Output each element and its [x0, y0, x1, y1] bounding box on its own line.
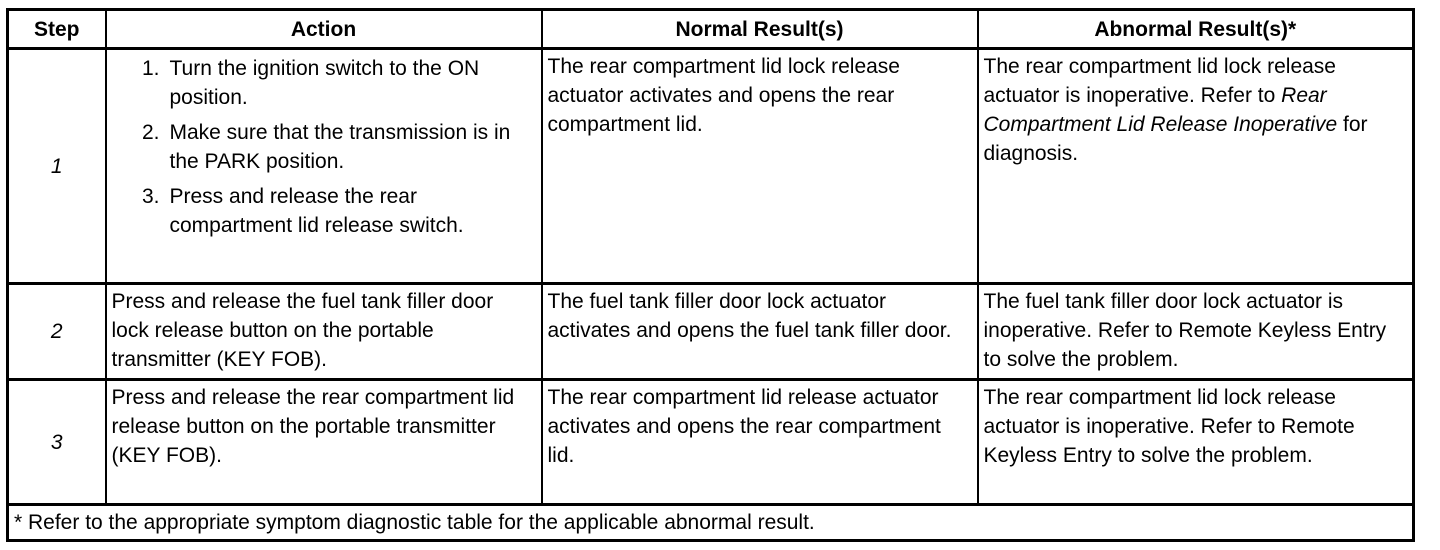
list-item: 3. Press and release the rear compartmen…: [112, 182, 536, 240]
table-row: 1 1. Turn the ignition switch to the ON …: [6, 47, 1415, 285]
step-number: 1: [6, 47, 107, 285]
normal-result-cell: The fuel tank filler door lock actuator …: [540, 282, 979, 381]
normal-result-cell: The rear compartment lid lock release ac…: [540, 47, 979, 285]
list-item: 2. Make sure that the transmission is in…: [112, 118, 536, 176]
diagnosis-reference: Rear Compartment Lid Release Inoperative: [983, 84, 1338, 136]
list-item-text: Turn the ignition switch to the ON posit…: [169, 57, 480, 109]
abnormal-result-cell: The fuel tank filler door lock actuator …: [976, 282, 1415, 381]
list-item: 1. Turn the ignition switch to the ON po…: [112, 54, 536, 112]
header-action: Action: [104, 8, 543, 50]
header-abnormal-results: Abnormal Result(s)*: [976, 8, 1415, 50]
table-row: 3 Press and release the rear compartment…: [6, 378, 1415, 506]
step-number: 2: [6, 282, 107, 381]
step-number: 3: [6, 378, 107, 506]
footnote-row: * Refer to the appropriate symptom diagn…: [6, 503, 1415, 542]
abnormal-result-cell: The rear compartment lid lock release ac…: [976, 47, 1415, 285]
header-row: Step Action Normal Result(s) Abnormal Re…: [6, 8, 1415, 50]
header-normal-results: Normal Result(s): [540, 8, 979, 50]
abnormal-text-end: for diagnosis.: [983, 113, 1368, 165]
normal-result-cell: The rear compartment lid release actuato…: [540, 378, 979, 506]
diagnostic-table: Step Action Normal Result(s) Abnormal Re…: [6, 8, 1415, 542]
list-item-number: 2.: [141, 121, 160, 144]
list-item-number: 3.: [141, 185, 160, 208]
header-step: Step: [6, 8, 107, 50]
list-item-text: Make sure that the transmission is in th…: [169, 121, 511, 173]
abnormal-result-cell: The rear compartment lid lock release ac…: [976, 378, 1415, 506]
diagnostic-table-container: Step Action Normal Result(s) Abnormal Re…: [6, 8, 1415, 542]
action-cell: 1. Turn the ignition switch to the ON po…: [104, 47, 543, 285]
abnormal-text: The rear compartment lid lock release ac…: [983, 55, 1336, 107]
footnote: * Refer to the appropriate symptom diagn…: [6, 503, 1415, 542]
action-cell: Press and release the fuel tank filler d…: [104, 282, 543, 381]
action-step-list: 1. Turn the ignition switch to the ON po…: [112, 54, 536, 240]
list-item-number: 1.: [141, 57, 160, 80]
list-item-text: Press and release the rear compartment l…: [169, 185, 464, 237]
action-cell: Press and release the rear compartment l…: [104, 378, 543, 506]
table-row: 2 Press and release the fuel tank filler…: [6, 282, 1415, 381]
